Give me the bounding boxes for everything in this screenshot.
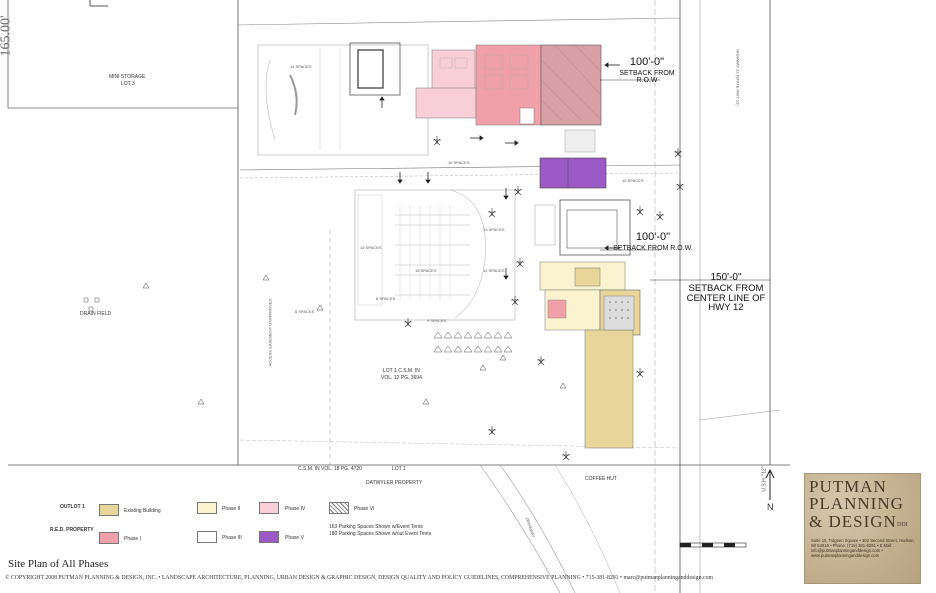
company-logo: PUTMAN PLANNING & DESIGN DDI Suite 10, T… — [804, 473, 921, 584]
legend-label: Phase V — [285, 535, 304, 541]
hwy-side-label: HIGHWAY 12 (STATE HWY 12) — [735, 49, 741, 106]
space-count-label: 18 SPACES — [415, 268, 437, 273]
setback-top: 100'-0" SETBACK FROM R.O.W — [612, 56, 682, 85]
setback-middle-text: SETBACK FROM R.O.W. — [613, 245, 693, 252]
legend-note: 163 Parking Spaces Shown w/Event Tents — [329, 524, 423, 530]
setback-top-dimension: 100'-0" — [629, 56, 665, 68]
legend-swatch-phase2 — [197, 502, 217, 514]
lot1-bottom-label: LOT 1 — [392, 466, 406, 472]
datwyler-label: DATWYLER PROPERTY — [366, 480, 423, 486]
access-easement-label: ACCESS EASEMENT UNIMPROVED — [267, 298, 273, 367]
legend-label: Phase III — [222, 535, 242, 541]
logo-suffix: DDI — [897, 522, 908, 528]
csm-bottom-label: C.S.M. IN VOL. 18 PG. 4720 — [298, 466, 362, 472]
space-count-label: 16 SPACES — [448, 160, 470, 165]
legend-swatch-phase3 — [197, 531, 217, 543]
legend-swatch-phase6 — [329, 502, 349, 514]
hwy-marker: U.S.H. "12" — [761, 466, 768, 492]
drain-field-label: DRAIN FIELD — [80, 311, 112, 317]
dimension-left: 165.00' — [0, 15, 14, 57]
setback-hwy: 150'-0" SETBACK FROM CENTER LINE OF HWY … — [680, 273, 772, 313]
legend-label: Phase IV — [285, 506, 306, 512]
setback-middle: 100'-0" SETBACK FROM R.O.W. — [608, 231, 698, 253]
legend-red-property: R.E.D. PROPERTY — [50, 527, 94, 533]
setback-top-text: SETBACK FROM R.O.W — [619, 70, 675, 84]
setback-middle-dimension: 100'-0" — [635, 231, 671, 243]
logo-address: Suite 10, Tulgeen Square • 302 Second St… — [811, 538, 915, 558]
space-count-label: 10 SPACES — [622, 178, 644, 183]
setback-hwy-text-3: HWY 12 — [708, 302, 744, 313]
coffee-hut-label: COFFEE HUT — [585, 476, 617, 482]
legend-label: Phase II — [222, 506, 241, 512]
lot3-label: LOT 3 — [121, 81, 135, 87]
space-count-label: 8 SPACES — [376, 296, 396, 301]
space-count-label: 12 SPACES — [483, 268, 505, 273]
legend-swatch-existing — [99, 504, 119, 516]
setback-hwy-dimension: 150'-0" — [710, 272, 742, 283]
legend-swatch-phase4 — [259, 502, 279, 514]
legend-label: Phase VI — [354, 506, 375, 512]
setback-hwy-text-1: SETBACK FROM — [688, 283, 764, 294]
logo-line2: PLANNING — [809, 494, 904, 513]
legend-label: Existing Building — [124, 508, 161, 514]
setback-hwy-text-2: CENTER LINE OF — [686, 292, 766, 304]
legend-note: 180 Parking Spaces Shown w/out Event Ten… — [329, 531, 432, 537]
north-label: N — [767, 502, 774, 512]
footer-copyright: © COPYRIGHT 2008 PUTMAN PLANNING & DESIG… — [5, 575, 714, 581]
legend-swatch-phase1 — [99, 532, 119, 544]
legend-label: Phase I — [124, 536, 141, 542]
logo-line1: PUTMAN — [809, 477, 887, 496]
north-arrow-icon — [765, 468, 775, 500]
page-title: Site Plan of All Phases — [8, 558, 109, 570]
logo-line3: & DESIGN — [809, 512, 897, 531]
space-count-label: 6 SPACES — [295, 309, 315, 314]
legend-outlot: OUTLOT 1 — [60, 504, 85, 510]
space-count-label: 9 SPACES — [427, 318, 447, 323]
space-count-label: 13 SPACES — [483, 227, 505, 232]
lot1-vol-label: VOL. 12 PG. 3694 — [381, 375, 422, 381]
scale-bar — [679, 542, 747, 548]
space-count-label: 14 SPACES — [360, 245, 382, 250]
mini-storage-label: MINI STORAGE — [109, 74, 146, 80]
legend-swatch-phase5 — [259, 531, 279, 543]
lot1-csm-label: LOT 1 C.S.M. IN — [383, 368, 420, 374]
space-count-label: 14 SPACES — [290, 64, 312, 69]
